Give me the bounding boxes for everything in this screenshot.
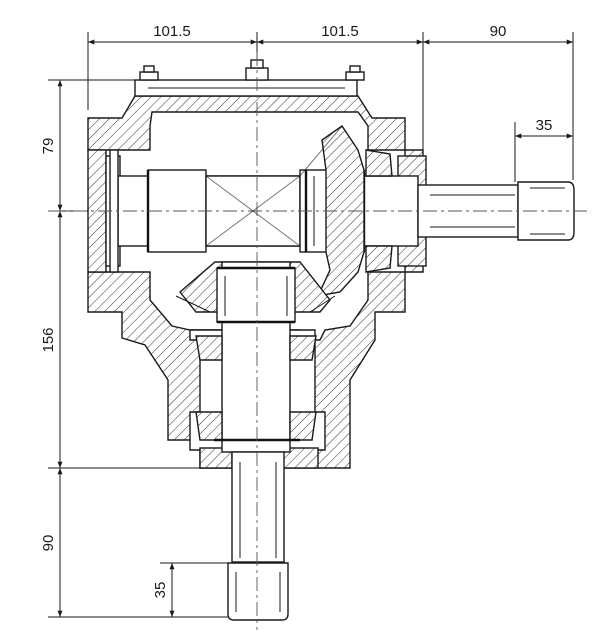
top-bolts — [139, 59, 365, 81]
dim-left-upper: 79 — [40, 138, 57, 155]
center-lines — [48, 52, 590, 630]
dim-top-extension: 90 — [490, 23, 507, 40]
dim-bottom-extension: 90 — [40, 535, 57, 552]
vertical-shaft — [195, 261, 317, 621]
dim-top-left: 101.5 — [153, 23, 191, 40]
dim-left-lower: 156 — [40, 327, 57, 352]
dim-bottom-spline: 35 — [152, 582, 169, 599]
dim-right-spline: 35 — [536, 117, 553, 134]
dimension-lines — [48, 32, 574, 618]
dim-top-right: 101.5 — [321, 23, 359, 40]
